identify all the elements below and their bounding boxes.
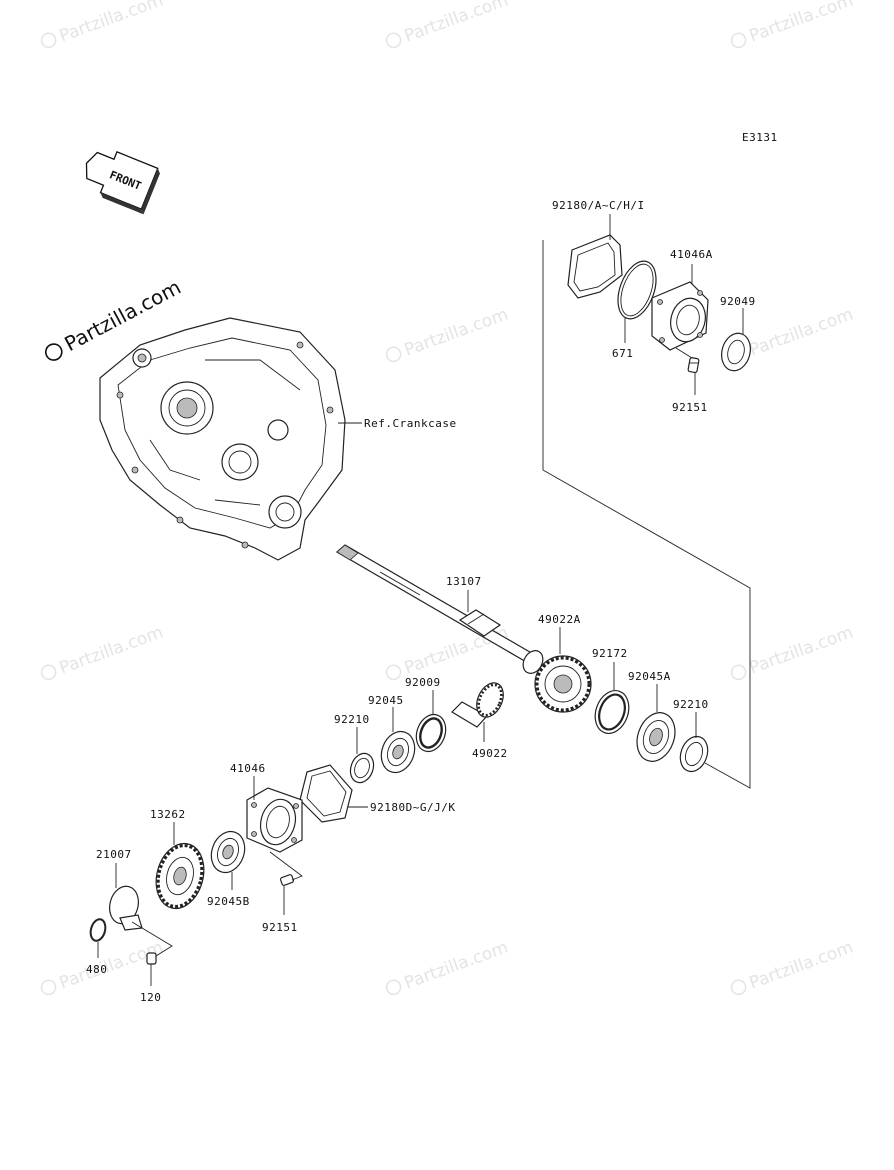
housing-41046: [246, 787, 303, 853]
front-arrow-icon: FRONT: [85, 151, 160, 215]
oring-671: [617, 260, 657, 320]
bearing-92045b: [210, 830, 246, 874]
label-49022: 49022: [472, 747, 508, 760]
diagram-code: E3131: [742, 131, 778, 144]
label-92210-right: 92210: [673, 698, 709, 711]
label-92151-top: 92151: [672, 401, 708, 414]
label-120: 120: [140, 991, 161, 1004]
gear-49022a: [534, 655, 592, 713]
housing-41046a: [651, 281, 709, 351]
label-92045b: 92045B: [207, 895, 250, 908]
bearing-92045: [380, 730, 416, 774]
label-92049: 92049: [720, 295, 756, 308]
watermark-text: Partzilla.com: [402, 938, 511, 994]
ring-92009: [415, 713, 447, 753]
label-13107: 13107: [446, 575, 482, 588]
label-13262: 13262: [150, 808, 186, 821]
crankcase-illustration: [99, 317, 346, 561]
circlip-480: [89, 918, 107, 942]
seal-92049: [721, 332, 751, 372]
seal-92210-right: [679, 735, 709, 773]
ref-crankcase-label: Ref.Crankcase: [364, 417, 457, 430]
watermark-text: Partzilla.com: [402, 305, 511, 361]
ring-92172: [594, 690, 630, 734]
label-41046a: 41046A: [670, 248, 713, 261]
seal-92210-left: [349, 752, 375, 784]
screw-120: [146, 952, 157, 965]
label-671: 671: [612, 347, 633, 360]
label-92009: 92009: [405, 676, 441, 689]
pinion-49022: [451, 682, 504, 728]
label-92180d: 92180D~G/J/K: [370, 801, 455, 814]
label-92180a: 92180/A~C/H/I: [552, 199, 645, 212]
label-92210-left: 92210: [334, 713, 370, 726]
watermark-text: Partzilla.com: [747, 0, 856, 47]
gear-13262: [155, 842, 205, 910]
plate-21007: [109, 885, 143, 931]
watermark-text: Partzilla.com: [747, 938, 856, 994]
label-49022a: 49022A: [538, 613, 581, 626]
watermark-text: Partzilla.com: [57, 938, 166, 994]
bearing-92045a: [636, 712, 676, 762]
label-41046: 41046: [230, 762, 266, 775]
kit-bracket: [542, 240, 751, 789]
gasket-92180a: [567, 234, 623, 299]
shaft-13107: [335, 544, 544, 674]
watermark-text: Partzilla.com: [747, 623, 856, 679]
watermark-text: Partzilla.com: [747, 305, 856, 361]
label-92172: 92172: [592, 647, 628, 660]
watermark-text: Partzilla.com: [402, 0, 511, 47]
label-92045: 92045: [368, 694, 404, 707]
bolt-92151-top: [687, 357, 700, 374]
label-480: 480: [86, 963, 107, 976]
label-21007: 21007: [96, 848, 132, 861]
label-92045a: 92045A: [628, 670, 671, 683]
gasket-92180d: [299, 764, 353, 823]
bolt-92151-bottom: [279, 874, 295, 886]
label-92151-bottom: 92151: [262, 921, 298, 934]
watermark-text: Partzilla.com: [57, 0, 166, 47]
watermark-text: Partzilla.com: [57, 623, 166, 679]
